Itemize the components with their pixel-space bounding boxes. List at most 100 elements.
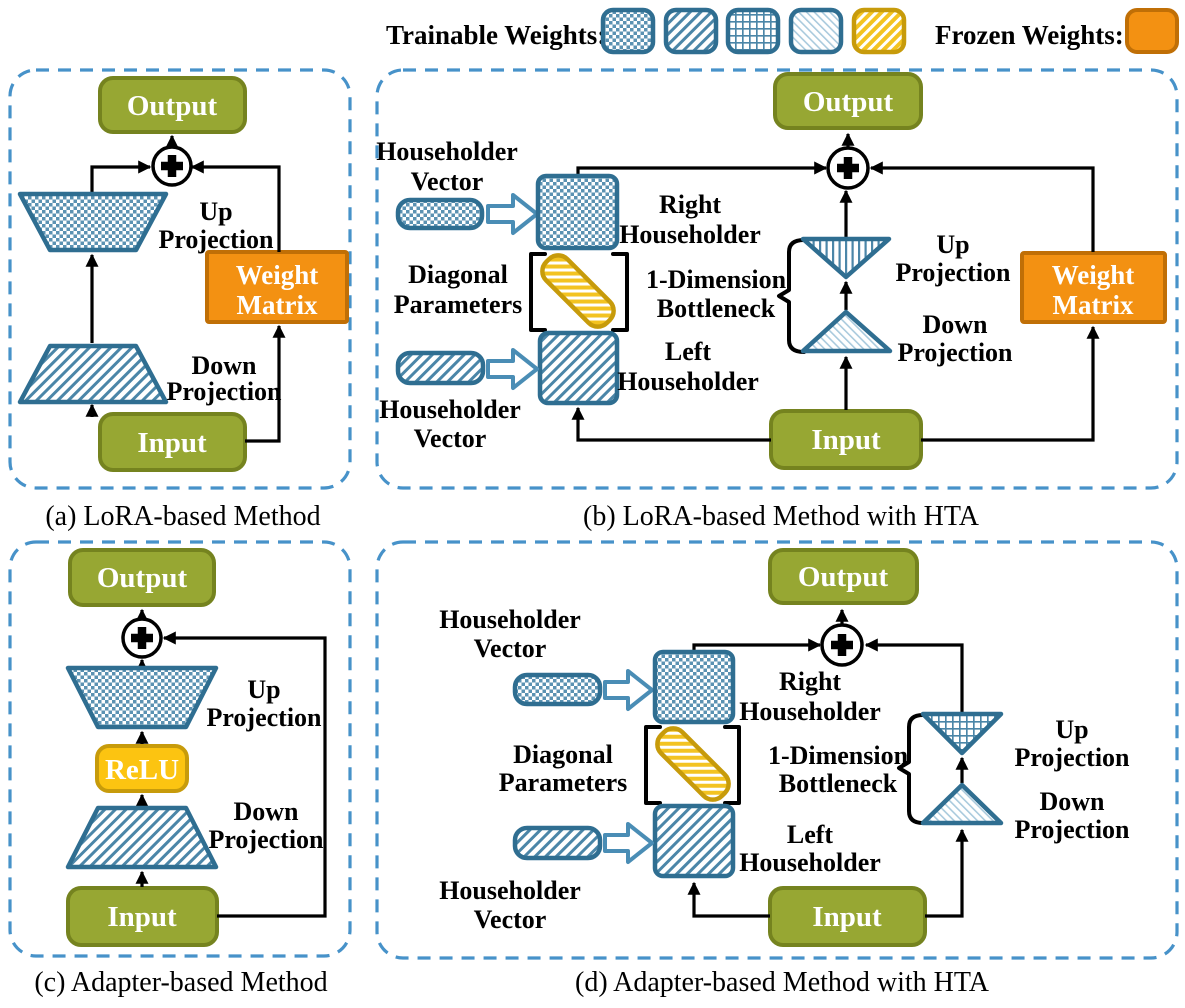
panel-d-up-label-2: Projection	[1014, 743, 1130, 772]
panel-d-output-label: Output	[798, 561, 889, 593]
panel-c-up-label-2: Projection	[206, 703, 322, 732]
panel-b-bottleneck-2: Bottleneck	[657, 294, 776, 323]
panel-d-left-householder-shape	[652, 803, 736, 879]
panel-c-up-projection-shape	[65, 665, 219, 730]
panel-b-output-label: Output	[803, 86, 894, 118]
panel-d-right-householder-2: Householder	[739, 697, 881, 726]
panel-d-diagonal-1: Diagonal	[513, 740, 613, 769]
panel-b-left-householder-2: Householder	[617, 367, 759, 396]
panel-b-diagonal-pill	[540, 253, 616, 329]
panel-b-up-projection-shape	[800, 236, 892, 280]
panel-a-border	[8, 68, 352, 490]
panel-c-output-label: Output	[97, 562, 188, 594]
panel-a-lora: Output Up Projection Down Projection Wei…	[8, 68, 352, 490]
panel-c-down-label-1: Down	[233, 797, 299, 826]
panel-d-arrow-rh-to-plus	[692, 638, 822, 652]
panel-d-diagonal-2: Parameters	[499, 768, 627, 797]
legend-swatch-frozen-orange-icon	[1125, 8, 1179, 54]
panel-a-arrow-up-to-plus	[90, 160, 152, 193]
panel-b-input-label: Input	[811, 424, 881, 456]
legend-swatch-light-hatch-icon	[788, 7, 844, 55]
panel-b-hv-bottom-pill	[395, 350, 486, 386]
panel-d-bottleneck-brace	[897, 713, 925, 825]
panel-b-bracket-left	[529, 252, 547, 332]
panel-b-block-arrow-top-icon	[486, 193, 539, 235]
panel-b-output-box	[773, 72, 923, 130]
panel-b-diagonal-1: Diagonal	[408, 260, 508, 289]
panel-b-arrow-input-to-lh	[571, 406, 771, 442]
panel-b-hv-bottom-1: Householder	[379, 395, 521, 424]
panel-a-arrow-input-to-wm	[245, 324, 286, 443]
panel-b-left-householder-shape	[537, 330, 620, 406]
panel-b-down-label-2: Projection	[897, 338, 1013, 367]
panel-a-output-box	[98, 76, 247, 134]
panel-d-bracket-left	[644, 725, 662, 805]
panel-d-hv-bottom-pill	[512, 825, 603, 861]
panel-d-diagonal-pill-group	[655, 726, 731, 802]
panel-a-up-label-2: Projection	[158, 225, 274, 254]
panel-a-arrow-wm-to-plus	[190, 160, 281, 252]
panel-d-right-householder-shape	[652, 649, 736, 725]
panel-c-border	[8, 540, 352, 958]
panel-b-hv-top-1: Householder	[376, 137, 518, 166]
legend-trainable-label: Trainable Weights:	[386, 20, 606, 50]
legend-swatch-yellow-diagonal-icon	[851, 7, 907, 55]
panel-c-adapter: Output Up Projection ReLU Down Projectio…	[8, 540, 352, 958]
panel-a-weight-matrix-1: Weight	[236, 260, 319, 290]
panel-a-up-label-1: Up	[199, 197, 232, 226]
legend: Trainable Weights: Frozen Weights:	[386, 7, 1179, 55]
panel-b-right-householder-shape	[535, 173, 620, 251]
panel-d-input-label: Input	[812, 901, 882, 933]
panel-d-hv-bottom-2: Vector	[474, 905, 547, 934]
panel-b-arrow-wm-to-plus	[869, 161, 1095, 252]
panel-b-up-label-1: Up	[936, 230, 969, 259]
legend-swatch-checker-icon	[600, 7, 656, 55]
panel-c-down-label-2: Projection	[208, 825, 324, 854]
panel-d-bottleneck-1: 1-Dimension	[768, 741, 909, 770]
panel-c-relu-label: ReLU	[105, 754, 179, 786]
panel-c-relu-box	[95, 744, 189, 793]
legend-swatch-grid-icon	[725, 7, 781, 55]
panel-a-weight-matrix-2: Matrix	[237, 290, 318, 320]
panel-b-diagonal-2: Parameters	[394, 290, 522, 319]
panel-d-left-householder-2: Householder	[739, 848, 881, 877]
panel-c-down-projection-shape	[65, 805, 219, 870]
panel-d-border	[375, 540, 1179, 960]
panel-b-block-arrow-bottom-icon	[486, 348, 539, 390]
panel-d-up-projection-shape	[920, 711, 1004, 756]
panel-b-down-projection-shape	[800, 309, 893, 354]
panel-d-arrow-input-to-lh	[687, 881, 770, 918]
panel-d-diagonal-pill	[655, 726, 731, 802]
legend-frozen-label: Frozen Weights:	[935, 20, 1124, 50]
panel-b-hv-top-pill	[395, 197, 485, 231]
panel-d-block-arrow-top-icon	[603, 669, 654, 711]
panel-d-arrow-input-to-down	[925, 828, 969, 918]
panel-a-down-label-2: Projection	[166, 377, 282, 406]
panel-b-border	[375, 68, 1179, 490]
panel-a-down-label-1: Down	[191, 351, 257, 380]
panel-b-caption: (b) LoRA-based Method with HTA	[583, 501, 980, 532]
panel-b-hv-bottom-2: Vector	[414, 424, 487, 453]
panel-b-hv-top-2: Vector	[411, 167, 484, 196]
panel-c-output-box	[68, 548, 216, 607]
panel-b-bottleneck-1: 1-Dimension	[646, 265, 787, 294]
panel-d-block-arrow-bottom-icon	[603, 822, 654, 864]
panel-d-right-householder-1: Right	[779, 667, 841, 696]
panel-c-arrow-skip-to-plus	[162, 631, 327, 918]
panel-a-input-label: Input	[137, 427, 207, 459]
panel-d-down-label-1: Down	[1039, 787, 1105, 816]
panel-b-bottleneck-brace	[777, 238, 806, 354]
panel-d-down-label-2: Projection	[1014, 815, 1130, 844]
panel-d-down-projection-shape	[920, 782, 1004, 826]
panel-c-input-label: Input	[107, 901, 177, 933]
panel-c-up-label-1: Up	[247, 675, 280, 704]
legend-swatch-diagonal-icon	[663, 7, 719, 55]
panel-b-bracket-right	[611, 252, 629, 332]
panel-d-hv-top-1: Householder	[439, 605, 581, 634]
panel-d-output-box	[768, 548, 919, 605]
panel-b-left-householder-1: Left	[665, 337, 712, 366]
panel-a-up-projection-shape	[17, 191, 169, 253]
panel-d-hv-bottom-1: Householder	[439, 876, 581, 905]
panel-d-left-householder-1: Left	[787, 820, 834, 849]
